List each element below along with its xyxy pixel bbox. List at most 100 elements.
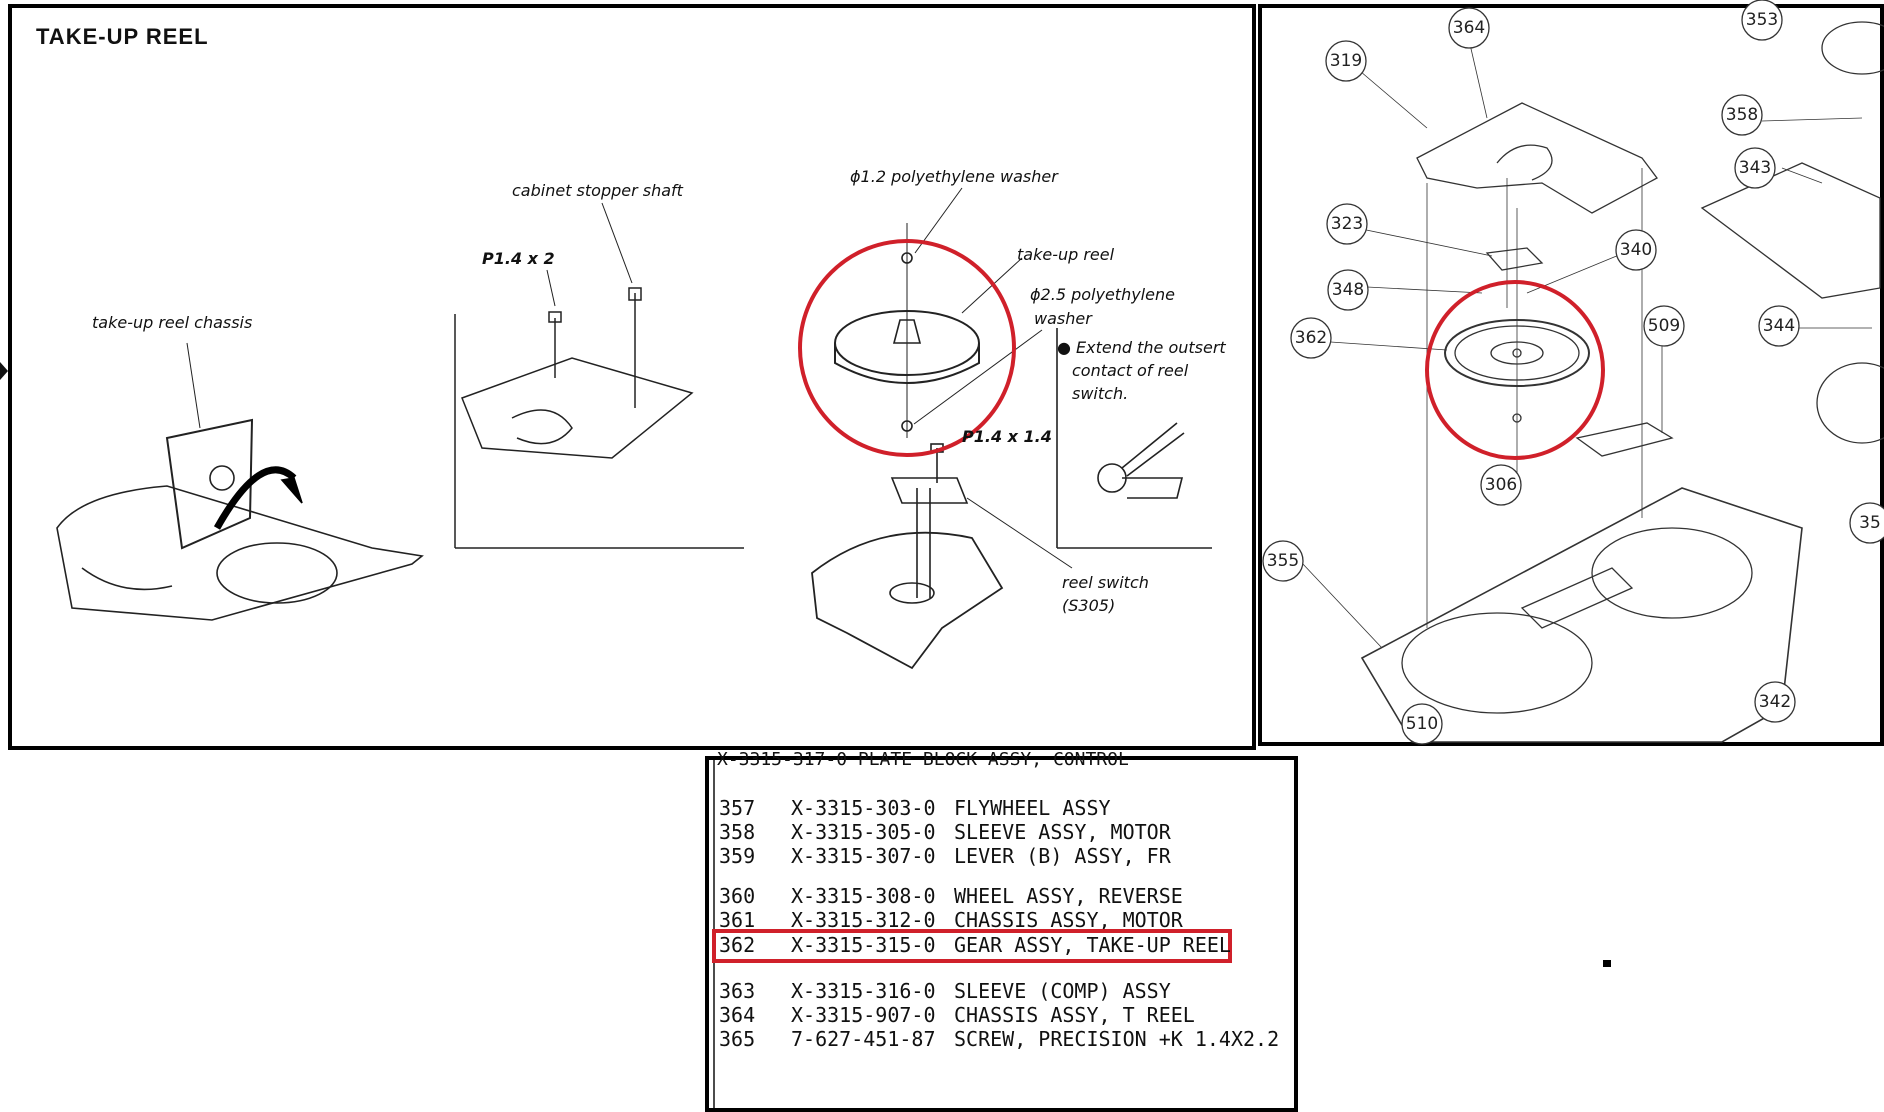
leader-358 (1761, 117, 1863, 122)
takeup-gear-inner (1454, 325, 1580, 381)
switch-leader (966, 497, 1073, 569)
takeup-gear-outer (1444, 319, 1590, 387)
part-code: X-3315-308-0 (791, 884, 936, 908)
part-desc: CHASSIS ASSY, T REEL (954, 1003, 1195, 1027)
reel-chassis-plate (165, 418, 254, 550)
part-code: X-3315-307-0 (791, 844, 936, 868)
stray-dot-mark (1603, 960, 1611, 967)
part-desc: SLEEVE (COMP) ASSY (954, 979, 1171, 1003)
part-no: 358 (719, 820, 755, 844)
parts-row: 357 X-3315-303-0 FLYWHEEL ASSY (719, 796, 1111, 820)
label-washer-2-5-line1: ϕ2.5 polyethylene (1030, 285, 1175, 304)
callout-344: 344 (1763, 316, 1795, 336)
part-509-strip (1575, 422, 1674, 457)
reel-highlight-circle (798, 239, 1016, 457)
part-no: 364 (719, 1003, 755, 1027)
part-desc: CHASSIS ASSY, MOTOR (954, 908, 1184, 932)
exploded-view-panel: 319 364 353 358 343 323 340 348 362 509 … (1258, 0, 1884, 746)
callout-353: 353 (1746, 10, 1778, 30)
callout-35: 35 (1859, 513, 1881, 533)
label-cabinet-stopper-shaft: cabinet stopper shaft (512, 181, 684, 200)
leader-355 (1301, 562, 1383, 649)
label-screw-p14x2: P1.4 x 2 (482, 249, 555, 268)
section-title: TAKE-UP REEL (36, 24, 209, 49)
part-code: X-3315-312-0 (791, 908, 936, 932)
part-code: X-3315-303-0 (791, 796, 936, 820)
leader-343 (1781, 167, 1823, 184)
part-desc: FLYWHEEL ASSY (954, 796, 1111, 820)
part-code: X-3315-907-0 (791, 1003, 936, 1027)
part-desc: WHEEL ASSY, REVERSE (954, 884, 1183, 908)
chassis-cutout (1496, 144, 1553, 181)
part-code: X-3315-316-0 (791, 979, 936, 1003)
lift-arrow-shaft (213, 466, 297, 530)
stopper-head (628, 287, 642, 301)
callout-355: 355 (1267, 551, 1299, 571)
screw-a-leader (546, 269, 556, 307)
small-washer (901, 252, 913, 264)
part-no: 359 (719, 844, 755, 868)
label-screw-p14x14: P1.4 x 1.4 (962, 427, 1052, 446)
part-code: X-3315-305-0 (791, 820, 936, 844)
main-chassis-plate (1360, 487, 1803, 743)
gear-highlight-circle (1425, 280, 1605, 460)
callout-342-circle (1754, 681, 1796, 723)
base-plate (56, 485, 424, 621)
callout-35-circle (1849, 502, 1884, 544)
callout-510: 510 (1406, 714, 1438, 734)
callout-348-circle (1327, 269, 1369, 311)
callout-348: 348 (1332, 280, 1364, 300)
part-no: 357 (719, 796, 755, 820)
scene-cabinet-stopper (454, 202, 744, 549)
callout-319-circle (1325, 40, 1367, 82)
chassis-leader (186, 342, 201, 429)
part-desc: LEVER (B) ASSY, FR (954, 844, 1172, 868)
callout-509-circle (1643, 305, 1685, 347)
procedure-drawing: TAKE-UP REEL take-up reel chassis (36, 24, 1226, 670)
part-no: 362 (719, 933, 755, 957)
lift-arrow-icon (280, 477, 303, 504)
note-line-1: ● Extend the outsert (1057, 338, 1226, 357)
large-washer (901, 420, 913, 432)
label-washer-2-5-line2: washer (1034, 309, 1093, 328)
leader-364 (1468, 39, 1488, 119)
base-boss (889, 582, 935, 604)
callout-319: 319 (1330, 51, 1362, 71)
callout-306: 306 (1485, 475, 1517, 495)
callout-343: 343 (1739, 158, 1771, 178)
callout-306-circle (1480, 464, 1522, 506)
gear-center-pin (1512, 348, 1522, 358)
parts-row: 364 X-3315-907-0 CHASSIS ASSY, T REEL (719, 1003, 1195, 1027)
callout-510-circle (1401, 703, 1443, 745)
takeup-reel-procedure-panel: TAKE-UP REEL take-up reel chassis (8, 4, 1256, 750)
callout-362: 362 (1295, 328, 1327, 348)
callout-509: 509 (1648, 316, 1680, 336)
part-code: X-3315-315-0 (791, 933, 936, 957)
scene-reel-exploded (811, 187, 1212, 670)
screw-a-head (548, 311, 562, 323)
note-line-2: contact of reel (1072, 361, 1189, 380)
chassis-hole-left (1401, 612, 1593, 714)
callout-343-circle (1734, 147, 1776, 189)
callout-364-circle (1448, 7, 1490, 49)
parts-row: 363 X-3315-316-0 SLEEVE (COMP) ASSY (719, 979, 1171, 1003)
switch-detail-roller (1097, 463, 1127, 493)
callout-358-circle (1721, 94, 1763, 136)
callout-numbers: 319 364 353 358 343 323 340 348 362 509 … (1267, 10, 1881, 734)
label-reel-switch-ref: (S305) (1062, 596, 1115, 615)
leader-323 (1346, 225, 1493, 257)
left-edge-arrow-icon (0, 362, 8, 380)
note-line-3: switch. (1072, 384, 1128, 403)
reel-base-plate (811, 531, 1004, 670)
tweezer-icon (1121, 422, 1185, 477)
t-reel-chassis-plate (1416, 102, 1658, 214)
callout-323: 323 (1331, 214, 1363, 234)
part-desc: SCREW, PRECISION +K 1.4X2.2 (954, 1027, 1279, 1051)
reel-switch-part (1485, 247, 1544, 271)
parts-row: 358 X-3315-305-0 SLEEVE ASSY, MOTOR (719, 820, 1172, 844)
part-no: 360 (719, 884, 755, 908)
callout-340: 340 (1620, 240, 1652, 260)
right-plate-part (1700, 162, 1881, 299)
parts-list-panel: X-3315-317-0 PLATE BLOCK ASSY, CONTROL 3… (705, 749, 1298, 1112)
callout-355-circle (1262, 540, 1304, 582)
